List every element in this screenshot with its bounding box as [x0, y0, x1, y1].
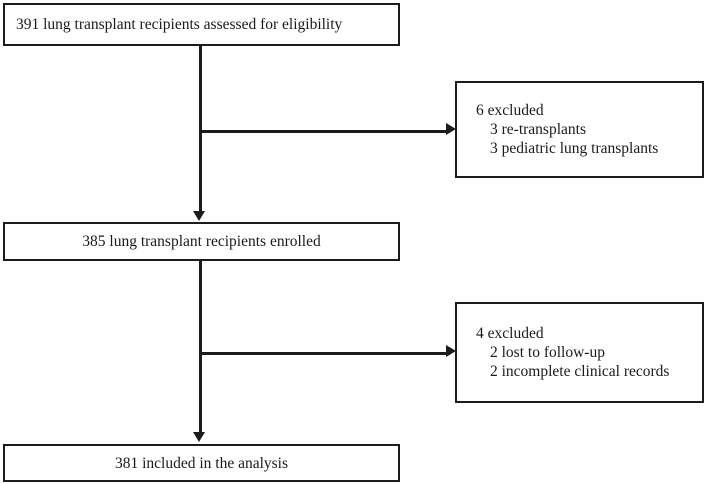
- arrowhead-down-to-included: [193, 432, 205, 442]
- node-excluded-second: 4 excluded 2 lost to follow-up 2 incompl…: [455, 302, 704, 403]
- connector-eligibility-to-branch1: [199, 45, 202, 132]
- connector-enrolled-to-branch2: [199, 260, 202, 354]
- connector-branch2-to-included: [199, 352, 202, 433]
- node-included-in-analysis-label: 381 included in the analysis: [114, 454, 289, 472]
- node-excluded-first-reason-2: 3 pediatric lung transplants: [490, 140, 659, 157]
- node-enrolled-label: 385 lung transplant recipients enrolled: [82, 233, 321, 250]
- node-excluded-first: 6 excluded 3 re-transplants 3 pediatric …: [455, 81, 704, 178]
- node-excluded-first-reason-1: 3 re-transplants: [490, 121, 586, 138]
- connector-branch2-to-excluded2: [199, 352, 450, 355]
- node-excluded-first-heading: 6 excluded: [476, 102, 544, 119]
- arrowhead-down-to-enrolled: [193, 211, 205, 221]
- connector-branch1-to-enrolled: [199, 130, 202, 212]
- arrowhead-right-to-excluded1: [446, 123, 456, 135]
- node-assessed-for-eligibility: 391 lung transplant recipients assessed …: [3, 3, 400, 46]
- node-enrolled: 385 lung transplant recipients enrolled: [3, 222, 400, 261]
- node-excluded-second-reason-2: 2 incomplete clinical records: [490, 363, 670, 380]
- node-included-in-analysis: 381 included in the analysis: [3, 444, 400, 482]
- node-excluded-second-heading: 4 excluded: [476, 325, 544, 342]
- node-excluded-second-reason-1: 2 lost to follow-up: [490, 344, 605, 361]
- arrowhead-right-to-excluded2: [446, 345, 456, 357]
- connector-branch1-to-excluded1: [199, 130, 450, 133]
- node-assessed-for-eligibility-label: 391 lung transplant recipients assessed …: [16, 16, 343, 33]
